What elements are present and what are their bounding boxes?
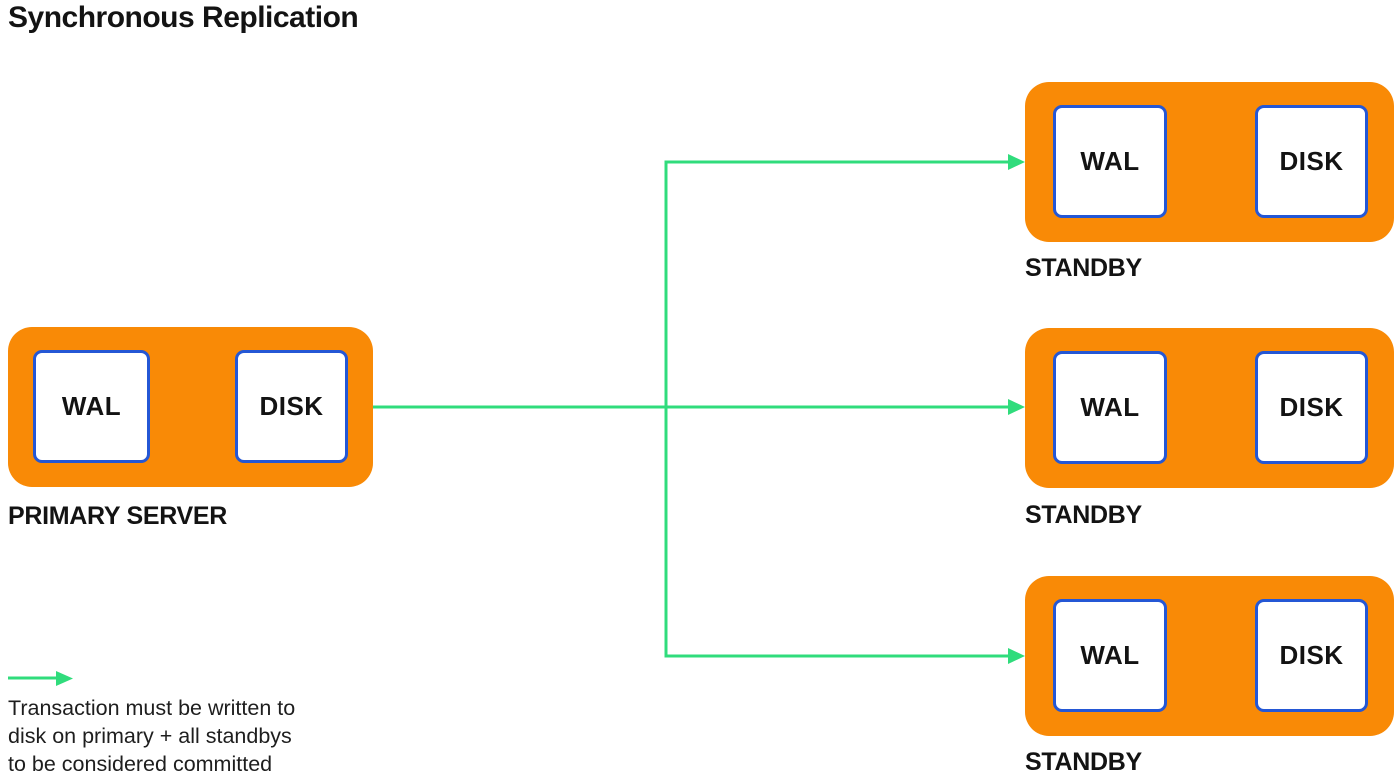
page-title: Synchronous Replication (8, 1, 359, 34)
standby3-wal-label: WAL (1080, 640, 1140, 670)
legend-line: Transaction must be written to (8, 696, 296, 720)
standby2-disk-label: DISK (1279, 392, 1344, 422)
standby-label-1: STANDBY (1025, 254, 1142, 282)
arrowhead-bottom-standby (1008, 648, 1025, 664)
standby1-wal-node: WAL (1053, 105, 1167, 218)
standby3-disk-node: DISK (1255, 599, 1368, 712)
legend-line: disk on primary + all standbys (8, 724, 292, 748)
legend-arrowhead (56, 671, 73, 686)
arrowhead-top-standby (1008, 154, 1025, 170)
standby-server-box-3: WAL DISK (1025, 576, 1394, 736)
primary-server-label: PRIMARY SERVER (8, 502, 228, 530)
standby2-wal-label: WAL (1080, 392, 1140, 422)
standby2-disk-node: DISK (1255, 351, 1368, 464)
legend-line: to be considered committed (8, 752, 273, 776)
primary-disk-node: DISK (235, 350, 348, 463)
primary-wal-node: WAL (33, 350, 150, 463)
primary-server-box: WAL DISK (8, 327, 373, 487)
primary-wal-label: WAL (61, 391, 122, 421)
legend: Transaction must be written to disk on p… (8, 694, 295, 778)
standby1-disk-node: DISK (1255, 105, 1368, 218)
standby1-disk-label: DISK (1279, 146, 1344, 176)
standby1-wal-label: WAL (1080, 146, 1140, 176)
primary-disk-label: DISK (259, 391, 324, 421)
standby-server-box-1: WAL DISK (1025, 82, 1394, 242)
standby-label-2: STANDBY (1025, 501, 1142, 529)
standby3-disk-label: DISK (1279, 640, 1344, 670)
standby-server-box-2: WAL DISK (1025, 328, 1394, 488)
standby-label-3: STANDBY (1025, 748, 1142, 776)
standby3-wal-node: WAL (1053, 599, 1167, 712)
arrowhead-middle-standby (1008, 399, 1025, 415)
connector-branch-trunk (664, 160, 1012, 658)
standby2-wal-node: WAL (1053, 351, 1167, 464)
